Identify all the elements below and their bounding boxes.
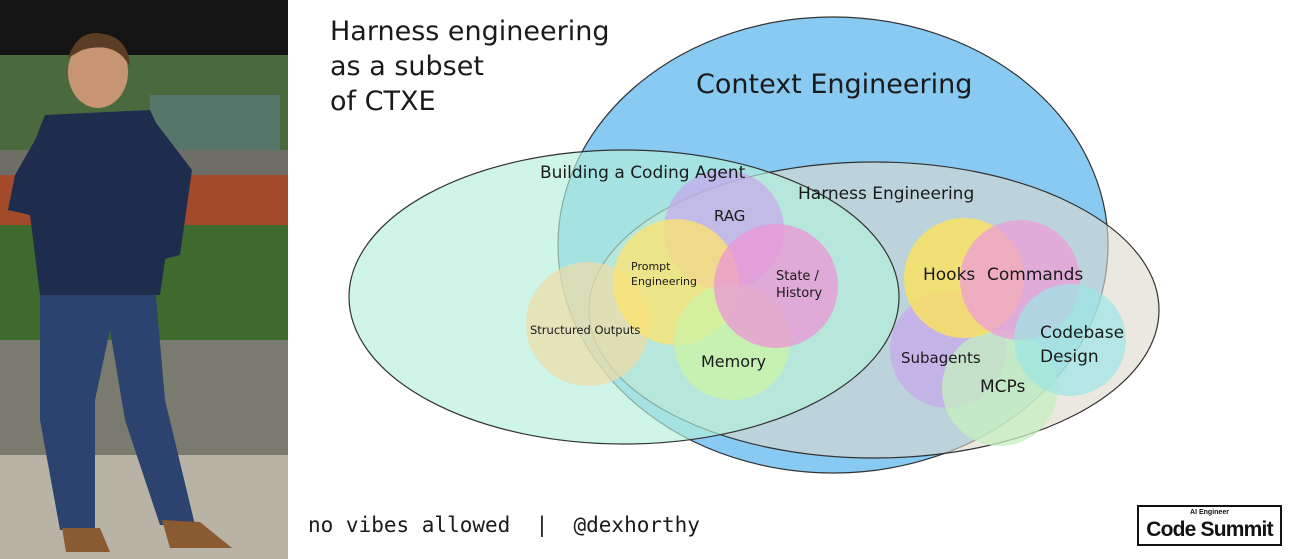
building-coding-agent-label: Building a Coding Agent [540,163,746,183]
slide: Harness engineering as a subset of CTXE … [288,0,1301,559]
slide-title-line-2: as a subset [330,51,484,82]
harness-engineering-label: Harness Engineering [798,184,974,204]
subagents-label: Subagents [901,349,981,367]
slide-title-line-3: of CTXE [330,86,436,117]
rag-label: RAG [714,207,745,225]
speaker-video-panel [0,0,288,559]
state-history-bubble [714,224,838,348]
code-summit-logo: AI Engineer Code Summit [1137,505,1282,546]
state-history-label-line-2: History [776,286,823,301]
state-history-label-line-1: State / [776,269,820,284]
hooks-label: Hooks [923,265,975,285]
mcps-label: MCPs [980,377,1025,397]
memory-label: Memory [701,352,766,371]
venn-diagram: Harness engineering as a subset of CTXE … [330,16,1160,474]
commands-label: Commands [987,265,1083,285]
badge-top-text: AI Engineer [1190,509,1229,516]
slide-title-line-1: Harness engineering [330,16,609,47]
slide-footer: no vibes allowed | @dexhorthy [308,513,700,537]
speaker-photo [0,0,288,559]
badge-main-text: Code Summit [1146,518,1273,541]
prompt-engineering-label-line-1: Prompt [631,260,671,273]
codebase-design-bubble [1014,284,1126,396]
context-engineering-label: Context Engineering [696,69,972,100]
codebase-design-label-line-2: Design [1040,347,1099,367]
prompt-engineering-label-line-2: Engineering [631,275,697,288]
codebase-design-label-line-1: Codebase [1040,323,1124,343]
structured-outputs-label: Structured Outputs [530,323,640,337]
